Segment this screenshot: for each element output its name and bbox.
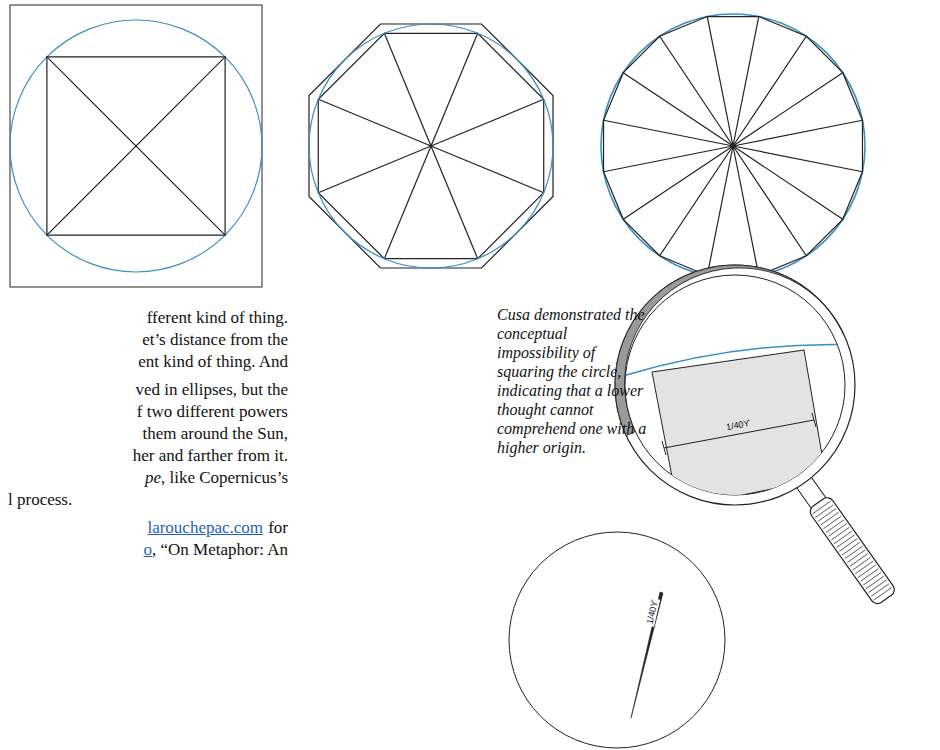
magnified-square bbox=[652, 350, 826, 508]
text-line: et’s distance from the bbox=[142, 329, 288, 351]
grip-ridge bbox=[858, 565, 876, 578]
grip-ridge bbox=[813, 501, 831, 514]
text-line: o, “On Metaphor: An bbox=[144, 539, 288, 561]
polygon bbox=[309, 24, 553, 268]
spoke bbox=[318, 146, 431, 193]
text-line: f two different powers bbox=[137, 401, 288, 423]
link-text: o bbox=[144, 540, 153, 559]
circle bbox=[309, 24, 553, 268]
magnified-arc bbox=[610, 344, 860, 380]
polygon bbox=[604, 17, 863, 276]
grip-ridge bbox=[823, 516, 841, 529]
grip-ridge bbox=[839, 539, 857, 552]
diagonal bbox=[47, 57, 225, 235]
polygon bbox=[318, 33, 543, 258]
polygon bbox=[47, 57, 225, 235]
grip-ridge bbox=[826, 520, 844, 533]
spoke bbox=[384, 33, 431, 146]
diagonal bbox=[47, 57, 225, 235]
magnifier-handle bbox=[791, 472, 897, 606]
body-text: ved in ellipses, but the bbox=[135, 380, 288, 399]
body-text: pe bbox=[145, 468, 161, 487]
text-line: her and farther from it. bbox=[133, 445, 288, 467]
circle bbox=[10, 20, 262, 272]
spoke bbox=[660, 146, 733, 256]
circle bbox=[601, 14, 865, 278]
body-text: et’s distance from the bbox=[142, 330, 288, 349]
spoke bbox=[604, 146, 733, 172]
caption: Cusa demonstrated the conceptual impossi… bbox=[497, 305, 647, 457]
grip-ridge bbox=[861, 569, 879, 582]
body-text: , like Copernicus’s bbox=[161, 468, 288, 487]
body-text: f two different powers bbox=[137, 402, 288, 421]
body-text: l process. bbox=[8, 490, 72, 509]
spoke bbox=[431, 146, 478, 259]
grip-ridge bbox=[829, 524, 847, 537]
body-text: for bbox=[268, 518, 288, 537]
radius-needle bbox=[631, 592, 663, 718]
inscribed-square bbox=[47, 57, 225, 235]
text-line: ved in ellipses, but the bbox=[135, 379, 288, 401]
grip-ridge bbox=[871, 584, 889, 597]
text-line: larouchepac.com for bbox=[147, 517, 288, 539]
link-text: larouchepac.com bbox=[147, 518, 263, 537]
spoke bbox=[707, 17, 733, 146]
grip-ridge bbox=[850, 554, 868, 567]
outer-square bbox=[10, 5, 262, 287]
spoke bbox=[623, 73, 733, 146]
body-text: her and farther from it. bbox=[133, 446, 288, 465]
grip-ridge bbox=[855, 561, 873, 574]
spoke bbox=[431, 99, 544, 146]
text-line: them around the Sun, bbox=[143, 423, 288, 445]
polygon-16 bbox=[604, 17, 863, 276]
body-text: them around the Sun, bbox=[143, 424, 288, 443]
body-text: fferent kind of thing. bbox=[147, 308, 288, 327]
grip-ridge bbox=[834, 531, 852, 544]
spoke bbox=[733, 120, 862, 146]
grip-ridge bbox=[845, 546, 863, 559]
grip-ridge bbox=[847, 550, 865, 563]
grip-ridge bbox=[837, 535, 855, 548]
dimension-tick bbox=[812, 413, 816, 427]
text-line: l process. bbox=[8, 489, 72, 511]
grip-ridge bbox=[831, 527, 849, 540]
grip-ridge bbox=[818, 509, 836, 522]
grip-ridge bbox=[815, 505, 833, 518]
grip-ridge bbox=[866, 576, 884, 589]
grip-ridge bbox=[842, 542, 860, 555]
text-line: fferent kind of thing. bbox=[147, 307, 288, 329]
octagons bbox=[309, 24, 553, 268]
text-line: pe, like Copernicus’s bbox=[145, 467, 288, 489]
circle bbox=[509, 532, 725, 748]
spoke bbox=[733, 146, 759, 275]
magnified-view bbox=[610, 344, 860, 508]
grip-ridge bbox=[853, 557, 871, 570]
text-line: ent kind of thing. And bbox=[138, 351, 288, 373]
spoke bbox=[733, 36, 806, 146]
grip-ridge bbox=[863, 572, 881, 585]
spoke bbox=[733, 146, 843, 219]
body-text: , “On Metaphor: An bbox=[152, 540, 288, 559]
grip-ridge bbox=[874, 587, 892, 600]
dimension-tick bbox=[662, 441, 666, 455]
grip-ridge bbox=[821, 512, 839, 525]
grip-ridge bbox=[869, 580, 887, 593]
body-text: ent kind of thing. And bbox=[138, 352, 288, 371]
